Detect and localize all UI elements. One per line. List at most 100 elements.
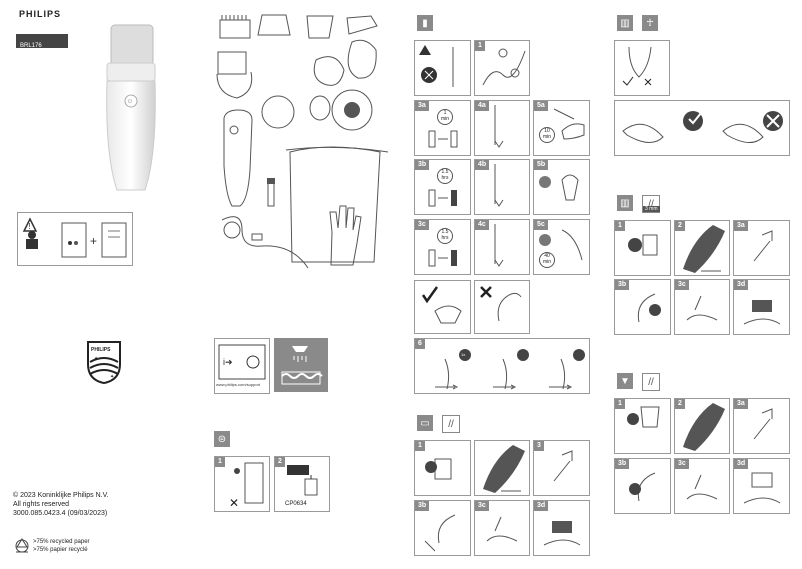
svg-text:i➜: i➜ <box>223 357 233 367</box>
time-unit: hrs <box>441 235 449 241</box>
step-number: 3b <box>415 501 430 511</box>
shaver-step-3c: 3c <box>674 458 730 514</box>
time-value: 1.5 <box>441 229 449 235</box>
svg-text:✦: ✦ <box>110 374 114 380</box>
time-unit: hrs <box>441 175 449 181</box>
step-number: 2 <box>675 221 685 231</box>
shower-icon <box>281 346 323 385</box>
step-number: 5a <box>534 101 548 111</box>
step-number: 4b <box>475 160 490 170</box>
charge-step-5b: 5b <box>533 159 590 215</box>
step-number: 5b <box>534 160 549 170</box>
svg-text:+: + <box>90 234 97 248</box>
charge-step-4b: 4b <box>474 159 530 215</box>
recycle-icon <box>15 538 29 553</box>
step-number: 1 <box>415 441 425 451</box>
svg-text:PHILIPS: PHILIPS <box>91 347 111 353</box>
read-manual-illustration: ! + <box>22 217 127 258</box>
shave-step-2 <box>474 440 530 496</box>
charge-step-4c: 4c <box>474 219 530 275</box>
support-url[interactable]: www.philips.com/support <box>216 382 261 387</box>
step-number: 1 <box>615 399 625 409</box>
trimmer-head-icon: ▥ <box>617 195 633 211</box>
epilator-head-icon: ▥ <box>617 15 633 31</box>
shave-step-1: 1 <box>414 440 471 496</box>
shave-step-3b: 3b <box>414 500 471 556</box>
incorrect-use-panel <box>474 280 530 334</box>
copyright-text: © 2023 Koninklijke Philips N.V. <box>13 492 109 499</box>
time-value: 1 <box>443 110 447 116</box>
cleaning-step-1: 1 ✕ <box>214 456 270 512</box>
shave-step-3c: 3c <box>474 500 530 556</box>
time-unit: min <box>542 134 552 140</box>
step-number: 3b <box>615 459 630 469</box>
shaver-step-3b: 3b <box>614 458 671 514</box>
step-number: 1 <box>475 41 485 51</box>
philips-shield-logo: PHILIPS ✦ ✦ <box>87 341 121 384</box>
shaver-step-1: 1 <box>614 398 671 454</box>
step-number: 6 <box>415 339 425 349</box>
shave-step-3: 3 <box>533 440 590 496</box>
shaver-head-icon: ▼ <box>617 373 633 389</box>
cleaning-step-2: 2 CP0634 <box>274 456 330 512</box>
step-number: 3a <box>734 221 748 231</box>
usage-step-6: 6 1x <box>414 338 590 394</box>
shaver-step-3a: 3a <box>733 398 790 454</box>
step-number: 3d <box>534 501 549 511</box>
epilate-step-3a: 3a <box>733 220 790 276</box>
step-number: 5c <box>534 220 548 230</box>
step-number: 3b <box>615 280 630 290</box>
correct-use-panel <box>414 280 471 334</box>
step-number: 3c <box>675 459 689 469</box>
time-value: 1.5 <box>441 169 449 175</box>
step-number: 2 <box>675 399 685 409</box>
shaver-head-icon: ▭ <box>417 415 433 431</box>
step-number: 4a <box>475 101 489 111</box>
body-area-icon: ☥ <box>642 15 658 31</box>
epilate-step-3d: 3d <box>733 279 790 335</box>
time-unit: min <box>542 259 552 265</box>
accessories-overview <box>216 14 389 269</box>
shaver-step-2: 2 <box>674 398 730 454</box>
time-value: 10 <box>544 128 550 134</box>
step-number: 3c <box>475 501 489 511</box>
step-number: 1 <box>615 221 625 231</box>
step-number: 3a <box>415 101 429 111</box>
time-unit: min <box>440 116 450 122</box>
step-number: 2 <box>275 457 285 467</box>
waterproof-panel <box>274 338 328 392</box>
shave-step-3d: 3d <box>533 500 590 556</box>
epilator-product-image: ⏻ <box>106 24 156 191</box>
step-number: 3b <box>415 160 430 170</box>
body-areas-panel <box>614 40 670 96</box>
svg-text:!: ! <box>29 222 31 231</box>
brand-logo-text: PHILIPS <box>19 9 62 19</box>
step-number: 3d <box>734 459 749 469</box>
support-illustration: i➜ <box>218 344 266 380</box>
step-number: 3a <box>734 399 748 409</box>
hair-length-icon: // <box>442 415 460 433</box>
rights-text: All rights reserved <box>13 501 70 508</box>
svg-text:⏻: ⏻ <box>128 99 132 105</box>
shaver-step-3d: 3d <box>733 458 790 514</box>
hair-length-icon: // <box>642 373 660 391</box>
step-number: 3c <box>675 280 689 290</box>
epilate-step-3c: 3c <box>674 279 730 335</box>
hair-length-label: 3 mm <box>643 206 660 212</box>
step-number: 3 <box>534 441 544 451</box>
charge-step-1: 1 <box>474 40 530 96</box>
svg-text:✦: ✦ <box>94 356 98 362</box>
step-number: 3c <box>415 220 429 230</box>
charging-section-icon: ▮ <box>417 15 433 31</box>
epilate-step-2: 2 <box>674 220 730 276</box>
step-number: 1 <box>215 457 225 467</box>
svg-text:✕: ✕ <box>229 496 239 510</box>
brand-header: PHILIPS BRL176 <box>16 6 68 49</box>
